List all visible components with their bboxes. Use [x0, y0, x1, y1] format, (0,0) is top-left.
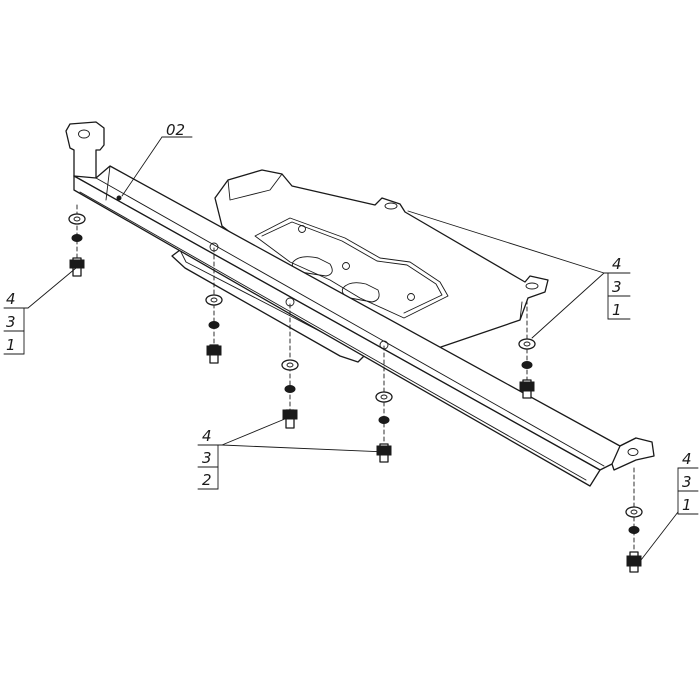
callout-right-upper-top: 4: [612, 255, 622, 273]
callout-right-lower-bottom: 1: [682, 496, 692, 514]
leader-lines: [27, 136, 679, 561]
part-label-02-text: 02: [166, 121, 185, 139]
callout-right-upper: 4 3 1: [603, 255, 631, 320]
callout-right-lower-top: 4: [682, 450, 692, 468]
callout-center-bottom: 2: [202, 471, 212, 489]
fastener-stack-right-lower: [625, 467, 643, 573]
callout-center-top: 4: [202, 427, 212, 445]
fastener-stack-1: [205, 247, 223, 364]
callout-right-lower-middle: 3: [682, 473, 692, 491]
fastener-stack-right-upper: [518, 299, 536, 399]
callout-left: 4 3 1: [3, 290, 29, 355]
fastener-stack-3: [375, 345, 393, 463]
callout-right-upper-middle: 3: [612, 278, 622, 296]
callout-center-middle: 3: [202, 449, 212, 467]
callout-left-top: 4: [6, 290, 16, 308]
cross-member: [65, 121, 655, 487]
callout-right-upper-bottom: 1: [612, 301, 622, 319]
callout-left-bottom: 1: [6, 336, 16, 354]
skid-plate: [214, 169, 549, 349]
callout-left-middle: 3: [6, 313, 16, 331]
fastener-stack-2: [281, 303, 299, 429]
fastener-stack-left: [68, 204, 86, 277]
callout-center: 4 3 2: [197, 427, 223, 490]
callout-right-lower: 4 3 1: [677, 450, 699, 515]
part-label-02: 02: [166, 121, 185, 139]
